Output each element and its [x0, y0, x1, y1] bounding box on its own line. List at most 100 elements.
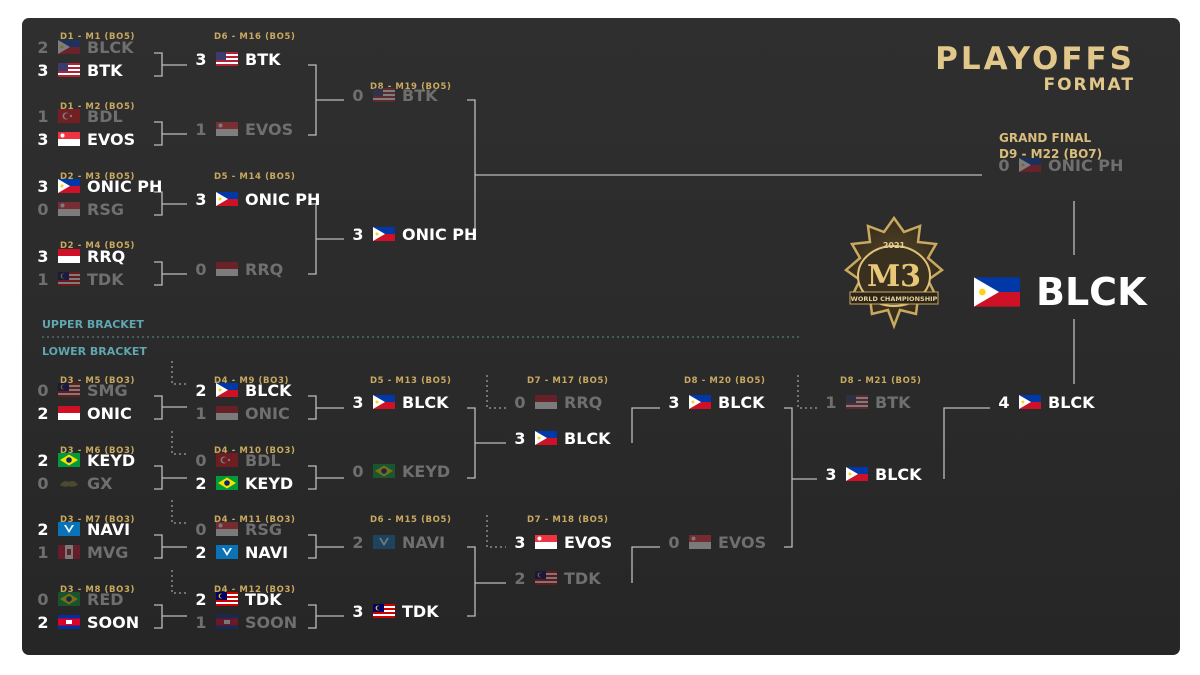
- ph-flag-icon: [974, 277, 1020, 307]
- my-flag-icon: [535, 571, 557, 585]
- match-score: 3: [195, 189, 207, 209]
- match-label: D8 - M21 (BO5): [840, 376, 922, 386]
- br-flag-icon: [58, 453, 80, 467]
- kh-flag-icon: [216, 615, 238, 629]
- champion: BLCK: [974, 270, 1147, 314]
- ph-flag-icon: [535, 431, 557, 445]
- sg-flag-icon: [689, 535, 711, 549]
- ph-flag-icon: [1019, 395, 1041, 409]
- team-name: KEYD: [245, 473, 294, 493]
- team-name: ONIC PH: [1048, 155, 1124, 175]
- match-score: 3: [352, 601, 364, 621]
- match-score: 3: [37, 176, 49, 196]
- team-name: RRQ: [87, 246, 126, 266]
- team-name: ONIC PH: [87, 176, 163, 196]
- match-label: D7 - M17 (BO5): [527, 376, 609, 386]
- match-score: 1: [37, 106, 49, 126]
- drop-connector: [171, 431, 187, 455]
- navi-flag-icon: [373, 535, 395, 549]
- match-score: 0: [998, 155, 1010, 175]
- match-label: D3 - M6 (BO3): [60, 446, 135, 456]
- team-name: BLCK: [564, 428, 611, 448]
- grand-final-match-label: D9 - M22 (BO7): [999, 147, 1103, 161]
- ph-flag-icon: [1019, 158, 1041, 172]
- my-flag-icon: [58, 383, 80, 397]
- match-score: 0: [352, 85, 364, 105]
- bracket-connector: [467, 407, 476, 479]
- team-name: TDK: [245, 589, 282, 609]
- match-label: D5 - M14 (BO5): [214, 172, 296, 182]
- match-score: 0: [195, 450, 207, 470]
- bracket-board: PLAYOFFS FORMAT GRAND FINAL D9 - M22 (BO…: [22, 18, 1180, 655]
- bracket-connector: [154, 395, 163, 420]
- tr-flag-icon: [216, 453, 238, 467]
- match-score: 1: [825, 392, 837, 412]
- match-score: 2: [37, 612, 49, 632]
- my-flag-icon: [58, 272, 80, 286]
- br-flag-icon: [373, 464, 395, 478]
- team-name: KEYD: [87, 450, 136, 470]
- match-score: 2: [195, 542, 207, 562]
- match-label: D2 - M3 (BO5): [60, 172, 135, 182]
- match-score: 3: [514, 428, 526, 448]
- title-format: FORMAT: [1043, 75, 1135, 95]
- team-name: EVOS: [87, 129, 136, 149]
- match-score: 2: [37, 519, 49, 539]
- match-label: D8 - M20 (BO5): [684, 376, 766, 386]
- match-score: 2: [37, 37, 49, 57]
- bracket-lines: [42, 52, 1075, 629]
- kh-flag-icon: [58, 615, 80, 629]
- ph-flag-icon: [58, 40, 80, 54]
- bracket-connector: [308, 534, 317, 559]
- sg-flag-icon: [58, 202, 80, 216]
- bracket-connector: [308, 465, 317, 490]
- team-name: EVOS: [718, 532, 767, 552]
- bracket-entry: 3 ONIC PH: [36, 176, 162, 196]
- team-name: BDL: [245, 450, 281, 470]
- br-flag-icon: [58, 592, 80, 606]
- match-score: 3: [195, 49, 207, 69]
- team-name: ONIC PH: [402, 224, 478, 244]
- match-score: 2: [514, 568, 526, 588]
- team-name: BLCK: [245, 380, 292, 400]
- match-label: D4 - M11 (BO3): [214, 515, 296, 525]
- team-name: MVG: [87, 542, 129, 562]
- match-label: D4 - M9 (BO3): [214, 376, 289, 386]
- team-name: BLCK: [1048, 392, 1095, 412]
- ph-flag-icon: [689, 395, 711, 409]
- match-score: 3: [37, 60, 49, 80]
- sg-flag-icon: [216, 122, 238, 136]
- br-flag-icon: [216, 476, 238, 490]
- match-label: D6 - M15 (BO5): [370, 515, 452, 525]
- logo-text: WORLD CHAMPIONSHIP: [851, 295, 938, 303]
- match-label: D6 - M16 (BO5): [214, 32, 296, 42]
- team-name: EVOS: [245, 119, 294, 139]
- bracket-connector: [154, 465, 163, 490]
- us-flag-icon: [373, 88, 395, 102]
- match-label: D2 - M4 (BO5): [60, 241, 135, 251]
- match-score: 0: [195, 259, 207, 279]
- drop-connector: [486, 515, 506, 548]
- team-name: BTK: [87, 60, 123, 80]
- us-flag-icon: [846, 395, 868, 409]
- drop-connector: [171, 570, 187, 594]
- team-name: NAVI: [245, 542, 289, 562]
- drop-connector: [171, 500, 187, 524]
